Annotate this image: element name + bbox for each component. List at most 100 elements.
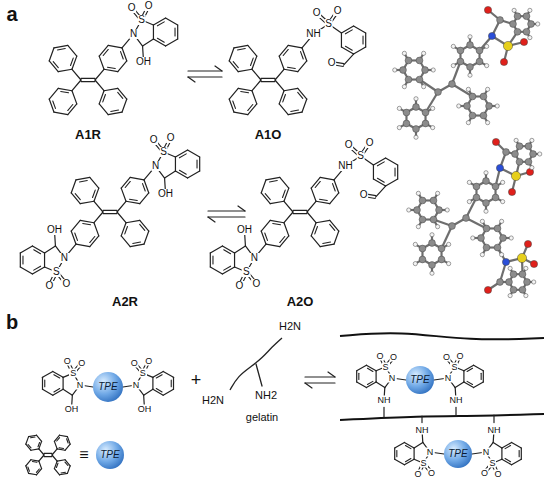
ring-bond <box>175 157 176 171</box>
model-atom <box>393 68 397 72</box>
bond <box>94 201 103 212</box>
bond <box>39 449 44 455</box>
ring-double-bond <box>467 381 472 384</box>
ring-bond <box>266 177 280 179</box>
ring-bond <box>354 26 366 33</box>
ring-double-bond <box>224 266 231 270</box>
model-atom <box>484 6 491 13</box>
ring-double-bond <box>90 237 95 243</box>
ring-bond <box>177 25 178 39</box>
ring-double-bond <box>125 227 128 234</box>
atom-label: O <box>365 138 375 148</box>
ring-bond <box>130 177 144 179</box>
model-atom <box>530 151 537 158</box>
ring-double-bond <box>367 381 372 384</box>
atom-label: O <box>442 353 451 362</box>
model-atom <box>445 208 449 212</box>
ring-bond <box>334 231 339 244</box>
model-atom <box>430 216 437 223</box>
ring-bond <box>153 389 163 395</box>
ring-double-bond <box>121 52 124 59</box>
atom-label: O <box>45 281 55 291</box>
model-atom <box>413 242 417 246</box>
ring-double-bond <box>345 46 352 50</box>
ring-bond <box>118 88 127 99</box>
ring-bond <box>366 365 376 371</box>
ring-bond <box>298 88 307 99</box>
atom-label: S <box>450 362 458 371</box>
crosslink <box>383 407 384 417</box>
ring-bond <box>397 165 398 179</box>
ring-bond <box>413 448 414 459</box>
bond <box>307 212 316 223</box>
atom-label: S <box>137 15 146 25</box>
atom-label: NH <box>337 161 353 171</box>
ring-bond <box>163 371 173 377</box>
ring-double-bond <box>315 181 320 187</box>
ring-bond <box>341 47 353 54</box>
ring-bond <box>316 220 330 222</box>
ring-bond <box>464 382 474 388</box>
ring-bond <box>234 45 248 47</box>
model-atom <box>447 262 451 266</box>
tpe-sphere: TPE <box>406 366 434 394</box>
ring-bond <box>76 177 90 179</box>
model-atom <box>511 171 520 180</box>
ring-double-bond <box>291 110 299 111</box>
ring-bond <box>261 193 270 204</box>
double-bond <box>261 78 275 79</box>
bond <box>72 80 81 91</box>
ring-double-bond <box>34 266 41 270</box>
model-atom <box>508 266 512 270</box>
model-atom <box>473 183 480 190</box>
bond <box>117 212 126 223</box>
ring-bond <box>320 244 334 246</box>
tpe-sphere: TPE <box>96 441 124 469</box>
equivalence-sign: ≡ <box>78 447 89 463</box>
bond <box>376 186 386 197</box>
ring-double-bond <box>394 168 395 176</box>
ring-bond <box>44 253 45 267</box>
model-atom <box>471 236 475 240</box>
model-atom <box>524 279 531 286</box>
ring-bond <box>288 112 302 114</box>
ring-bond <box>26 460 31 466</box>
model-atom <box>436 207 443 214</box>
model-atom <box>447 242 451 246</box>
ring-bond <box>330 193 339 204</box>
model-atom <box>502 258 509 265</box>
ring-double-bond <box>75 233 78 240</box>
amine-label: NH2 <box>254 390 278 401</box>
ring-double-bond <box>54 389 60 392</box>
ring-bond <box>521 448 522 459</box>
model-atom <box>483 225 490 232</box>
double-bond <box>44 453 52 454</box>
model-atom <box>512 8 516 12</box>
tpe-sphere: TPE <box>93 372 123 402</box>
model-atom <box>467 64 474 71</box>
model-atom <box>485 44 489 48</box>
ring-bond <box>39 441 42 449</box>
ring-bond <box>210 253 211 267</box>
ring-double-bond <box>103 49 108 55</box>
bond <box>284 201 293 212</box>
bond <box>117 201 126 212</box>
atom-label: O <box>389 353 398 362</box>
ring-bond <box>90 177 99 188</box>
ring-double-bond <box>251 58 254 65</box>
amine-label: H2N <box>278 321 302 332</box>
structures <box>20 5 544 475</box>
bond <box>284 212 293 223</box>
ring-bond <box>60 435 68 436</box>
ring-bond <box>54 45 68 47</box>
ring-double-bond <box>57 49 65 50</box>
model-atom <box>451 64 455 68</box>
ring-bond <box>58 88 72 90</box>
ring-double-bond <box>93 190 96 197</box>
ring-bond <box>153 371 163 377</box>
bond <box>344 54 354 65</box>
model-atom <box>510 286 517 293</box>
ring-bond <box>261 180 266 193</box>
ring-bond <box>49 61 58 72</box>
compound-label: A1O <box>254 128 283 141</box>
